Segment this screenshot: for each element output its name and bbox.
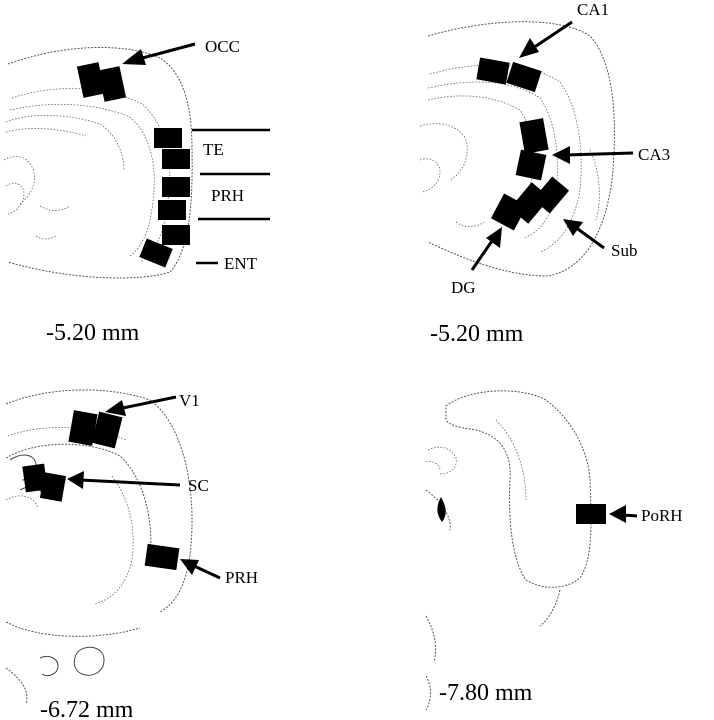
site-sc-2 bbox=[39, 472, 67, 502]
arrow-occ bbox=[122, 42, 196, 65]
coordinate-top-right: -5.20 mm bbox=[430, 321, 524, 347]
label-prh: PRH bbox=[211, 186, 244, 205]
arrow-dg bbox=[470, 227, 502, 271]
label-ca3: CA3 bbox=[638, 145, 670, 164]
site-ent-1 bbox=[162, 225, 190, 245]
label-sc: SC bbox=[188, 476, 209, 495]
label-dg: DG bbox=[451, 278, 476, 297]
recording-sites-top-left bbox=[76, 62, 190, 268]
label-occ: OCC bbox=[205, 37, 240, 56]
site-ca3-2 bbox=[515, 149, 547, 181]
brain-outline-bottom-right bbox=[425, 390, 592, 711]
site-prh-2 bbox=[158, 200, 186, 220]
label-porh: PoRH bbox=[641, 506, 683, 525]
recording-sites-top-right bbox=[476, 57, 570, 231]
site-sc-1 bbox=[22, 463, 48, 493]
site-porh bbox=[576, 504, 606, 524]
arrow-prh-bottom-left bbox=[180, 559, 221, 580]
midline-marker bbox=[437, 497, 446, 522]
label-prh-bottom-left: PRH bbox=[225, 568, 258, 587]
arrow-ca1 bbox=[519, 20, 573, 58]
brain-outline-top-right bbox=[419, 21, 615, 277]
site-ca1-2 bbox=[506, 61, 542, 93]
site-occ-2 bbox=[97, 66, 127, 102]
label-ent: ENT bbox=[224, 254, 258, 273]
panel-bottom-left: V1 SC PRH -6.72 mm bbox=[5, 389, 258, 720]
brain-outline-bottom-left bbox=[5, 389, 193, 705]
site-prh-bl bbox=[144, 543, 180, 571]
arrow-sub bbox=[563, 219, 605, 250]
site-prh-1 bbox=[162, 177, 190, 197]
panel-top-right: CA1 CA3 Sub DG -5.20 mm bbox=[419, 0, 670, 347]
site-v1-2 bbox=[91, 411, 123, 449]
site-sub-2 bbox=[532, 176, 570, 214]
coordinate-bottom-left: -6.72 mm bbox=[40, 697, 134, 720]
panel-bottom-right: PoRH -7.80 mm bbox=[425, 390, 683, 711]
arrow-sc bbox=[67, 471, 181, 489]
coordinate-top-left: -5.20 mm bbox=[46, 320, 140, 346]
site-ent-2 bbox=[139, 238, 173, 268]
site-te-2 bbox=[162, 149, 190, 169]
site-v1-1 bbox=[68, 410, 98, 446]
arrow-ca3 bbox=[552, 146, 634, 164]
label-ca1: CA1 bbox=[577, 0, 609, 19]
panel-top-left: OCC TE PRH ENT -5.20 mm bbox=[3, 37, 270, 346]
site-ca3-1 bbox=[519, 118, 549, 154]
site-ca1-1 bbox=[476, 57, 510, 85]
arrow-porh bbox=[609, 505, 638, 523]
label-sub: Sub bbox=[611, 241, 637, 260]
site-te-1 bbox=[154, 128, 182, 148]
label-te: TE bbox=[203, 140, 224, 159]
label-v1: V1 bbox=[179, 391, 200, 410]
coordinate-bottom-right: -7.80 mm bbox=[439, 680, 533, 706]
recording-sites-bottom-left bbox=[22, 410, 180, 571]
arrow-v1 bbox=[105, 395, 177, 416]
